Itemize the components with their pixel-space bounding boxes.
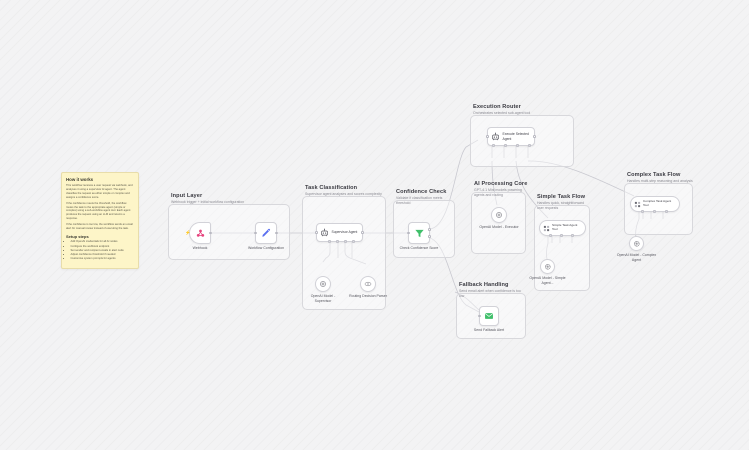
sticky-note[interactable]: How it works This workflow receives a us…	[61, 172, 139, 269]
sub-connector[interactable]: +	[352, 239, 355, 243]
openai-icon	[495, 211, 503, 219]
sub-connector[interactable]: +	[336, 239, 339, 243]
node-openai-model-supervisor[interactable]: OpenAI Model - Supervisor	[311, 276, 335, 303]
openai-icon	[633, 240, 641, 248]
node-label: Workflow Configuration	[247, 246, 285, 250]
group-task-classification[interactable]: Task Classification Supervisor agent ana…	[302, 185, 386, 310]
node-label: OpenAI Model - Executor	[479, 225, 519, 229]
output-port[interactable]	[533, 135, 536, 138]
sub-connector[interactable]: +	[328, 239, 331, 243]
list-item: Adjust confidence threshold if needed	[71, 253, 135, 257]
ai-agent-icon	[320, 228, 329, 237]
output-port[interactable]	[275, 231, 278, 235]
node-label: Webhook	[192, 246, 208, 250]
node-execute-selected-agent[interactable]: Execute Selected Agent + + + +	[486, 127, 536, 147]
group-subtitle: GPT-4.1 Mini models powering agents and …	[474, 188, 522, 197]
node-webhook[interactable]: ⚡ Webhook	[185, 222, 212, 250]
node-complex-task-agent-tool[interactable]: Complex Task Agent Tool + + +	[630, 196, 680, 213]
group-title: Task Classification	[305, 185, 358, 191]
node-simple-task-agent-tool[interactable]: Simple Task Agent Tool + + +	[539, 220, 586, 237]
ai-agent-icon	[491, 132, 500, 141]
node-supervisor-agent[interactable]: Supervisor Agent + + + +	[315, 223, 364, 243]
output-port-true[interactable]	[428, 228, 431, 231]
list-item: Customise system prompts for agents	[71, 257, 135, 261]
group-title: Execution Router	[473, 104, 521, 110]
node-openai-model-complex-agent[interactable]: OpenAI Model - Complex Agent	[617, 236, 656, 262]
output-port-false[interactable]	[428, 235, 431, 238]
workflow-tool-icon	[634, 201, 641, 208]
input-port[interactable]	[407, 231, 410, 235]
sub-connector[interactable]: +	[665, 209, 668, 213]
edit-fields-icon	[261, 228, 272, 239]
input-port[interactable]	[486, 135, 489, 138]
sub-connector[interactable]: +	[653, 209, 656, 213]
group-subtitle: Validate if classification meets thresho…	[396, 196, 443, 205]
group-title: Input Layer	[171, 193, 203, 199]
output-port[interactable]	[361, 231, 364, 234]
sub-connector[interactable]: +	[344, 239, 347, 243]
group-subtitle: Handles quick, straightforward user requ…	[537, 201, 585, 210]
node-openai-model-simple-agent[interactable]: OpenAI Model - Simple Agent...	[529, 259, 566, 285]
group-subtitle: Webhook trigger + initial workflow confi…	[171, 200, 245, 204]
sub-connector[interactable]: +	[492, 143, 495, 147]
input-port[interactable]	[254, 231, 257, 235]
sticky-note-setup-title: Setup steps	[66, 233, 89, 239]
output-port[interactable]	[209, 231, 212, 235]
trigger-bolt-icon: ⚡	[185, 229, 191, 235]
node-send-fallback-alert[interactable]: Send Fallback Alert	[474, 306, 504, 332]
group-title: Fallback Handling	[459, 282, 509, 288]
sticky-note-paragraph-1: This workflow receives a user request vi…	[66, 184, 133, 199]
group-subtitle: Orchestrates selected sub-agent tool	[473, 111, 531, 115]
node-inline-label: Complex Task Agent Tool	[643, 199, 672, 207]
sub-connector[interactable]: +	[504, 143, 507, 147]
email-icon	[484, 311, 494, 321]
webhook-icon	[195, 228, 206, 239]
node-label: Check Confidence Score	[399, 246, 439, 250]
node-openai-model-executor[interactable]: OpenAI Model - Executor	[479, 207, 519, 229]
group-subtitle: Handles multi-step reasoning and analysi…	[627, 179, 693, 183]
node-label: OpenAI Model - Supervisor	[310, 294, 336, 303]
group-title: Complex Task Flow	[627, 172, 681, 178]
input-port[interactable]	[315, 231, 318, 234]
workflow-tool-icon	[543, 225, 550, 232]
group-simple-task-flow[interactable]: Simple Task Flow Handles quick, straight…	[534, 194, 590, 291]
node-workflow-configuration[interactable]: Workflow Configuration	[248, 222, 284, 250]
node-inline-label: Simple Task Agent Tool	[552, 223, 578, 231]
node-check-confidence-score[interactable]: Check Confidence Score	[400, 222, 438, 250]
sub-connector[interactable]: +	[549, 233, 552, 237]
sub-connector[interactable]: +	[641, 209, 644, 213]
sub-connector[interactable]: +	[516, 143, 519, 147]
output-parser-icon	[364, 280, 372, 288]
openai-icon	[544, 263, 552, 271]
group-subtitle: Supervisor agent analyses and scores com…	[305, 192, 382, 196]
node-inline-label: Supervisor Agent	[331, 230, 358, 235]
node-inline-label: Execute Selected Agent	[502, 132, 529, 141]
node-label: Routing Decision Parser	[349, 294, 387, 298]
input-port[interactable]	[478, 314, 481, 318]
node-label: Send Fallback Alert	[473, 328, 505, 332]
list-item: Configure the webhook endpoint	[71, 245, 135, 249]
group-title: Simple Task Flow	[537, 194, 586, 200]
sticky-note-paragraph-3: If the confidence is too low, the workfl…	[66, 223, 133, 231]
list-item: Set sender and recipient emails in alert…	[71, 249, 135, 253]
group-title: Confidence Check	[396, 189, 447, 195]
node-routing-decision-parser[interactable]: Routing Decision Parser	[349, 276, 387, 298]
list-item: Add OpenAI credentials for all AI nodes	[71, 240, 135, 244]
group-ai-processing-core[interactable]: AI Processing Core GPT-4.1 Mini models p…	[471, 181, 527, 254]
sub-connector[interactable]: +	[571, 233, 574, 237]
openai-icon	[319, 280, 327, 288]
group-subtitle: Send email alert when confidence is too …	[459, 289, 521, 298]
group-title: AI Processing Core	[474, 181, 528, 187]
sticky-note-paragraph-2: If the confidence meets the threshold, t…	[66, 201, 131, 221]
sub-connector[interactable]: +	[528, 143, 531, 147]
sticky-note-setup-list: Add OpenAI credentials for all AI nodes …	[66, 240, 134, 260]
node-label: OpenAI Model - Simple Agent...	[529, 276, 566, 285]
filter-icon	[414, 228, 425, 239]
sticky-note-title: How it works	[66, 177, 94, 182]
sub-connector[interactable]: +	[560, 233, 563, 237]
node-label: OpenAI Model - Complex Agent	[616, 253, 657, 262]
